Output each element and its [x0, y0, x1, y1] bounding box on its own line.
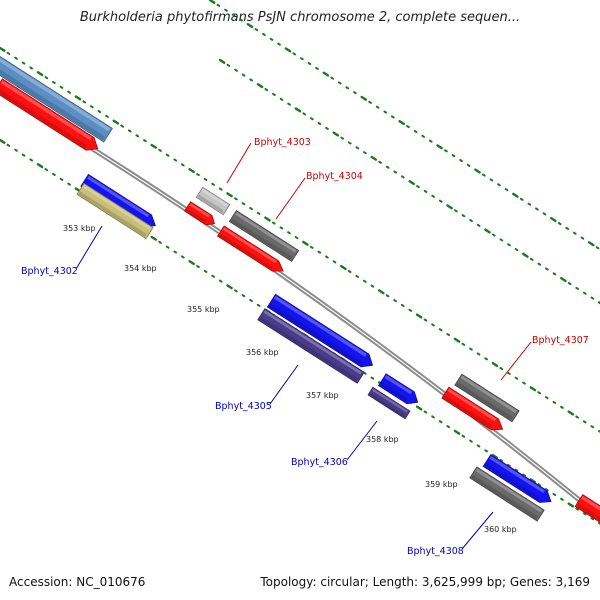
- gene-label-text[interactable]: Bphyt_4302: [21, 266, 78, 277]
- leader-line: [346, 420, 378, 461]
- gene-label-text[interactable]: Bphyt_4307: [532, 335, 589, 346]
- tick-label: 359 kbp: [425, 480, 458, 489]
- gene-label-bphyt-4305[interactable]: Bphyt_4305: [215, 364, 299, 412]
- leader-line: [500, 341, 532, 381]
- gene-label-text[interactable]: Bphyt_4306: [291, 457, 348, 468]
- tick-label: 355 kbp: [187, 305, 220, 314]
- tick-label: 354 kbp: [124, 264, 157, 273]
- feature-khaki-4302[interactable]: [76, 182, 154, 240]
- feature-blue-4305[interactable]: [266, 293, 376, 371]
- accession-text: Accession: NC_010676: [9, 575, 146, 589]
- topology-text: Topology: circular; Length: 3,625,999 bp…: [260, 575, 590, 589]
- leader-line: [275, 177, 306, 220]
- feature-blue-4306[interactable]: [377, 373, 422, 408]
- feature-red-4304[interactable]: [217, 225, 287, 276]
- leader-line: [75, 225, 103, 270]
- feature-red-right-edge[interactable]: [574, 494, 600, 534]
- feature-red-top-left[interactable]: [0, 78, 102, 155]
- feature-light-grey-4303[interactable]: [195, 186, 231, 216]
- feature-purple-4305[interactable]: [257, 308, 365, 384]
- gene-label-bphyt-4306[interactable]: Bphyt_4306: [291, 420, 378, 468]
- gene-label-bphyt-4303[interactable]: Bphyt_4303: [226, 137, 311, 184]
- feature-grey-4307[interactable]: [454, 373, 520, 423]
- tick-label: 358 kbp: [366, 435, 399, 444]
- leader-line: [226, 142, 252, 184]
- gene-label-text[interactable]: Bphyt_4308: [407, 546, 464, 557]
- gene-label-text[interactable]: Bphyt_4304: [306, 171, 363, 182]
- tick-label: 353 kbp: [63, 224, 96, 233]
- gene-label-bphyt-4302[interactable]: Bphyt_4302: [21, 225, 103, 277]
- tick-track-3: [218, 58, 600, 305]
- gene-label-text[interactable]: Bphyt_4305: [215, 401, 272, 412]
- feature-grey-4304[interactable]: [228, 210, 300, 262]
- gene-label-text[interactable]: Bphyt_4303: [254, 137, 311, 148]
- gene-label-bphyt-4304[interactable]: Bphyt_4304: [275, 171, 363, 220]
- feature-grey-4308[interactable]: [469, 466, 545, 522]
- feature-blue-4308[interactable]: [482, 454, 555, 508]
- feature-purple-4306[interactable]: [367, 386, 411, 420]
- gene-label-bphyt-4307[interactable]: Bphyt_4307: [500, 335, 589, 381]
- feature-red-4303[interactable]: [184, 201, 218, 229]
- feature-steel-blue-top[interactable]: [0, 53, 113, 143]
- leader-line: [461, 511, 494, 550]
- tick-track-2: [208, 0, 600, 250]
- tick-track-0: [0, 46, 600, 433]
- tick-label: 356 kbp: [246, 348, 279, 357]
- tick-label: 357 kbp: [306, 391, 339, 400]
- gene-label-bphyt-4308[interactable]: Bphyt_4308: [407, 511, 494, 557]
- map-title: Burkholderia phytofirmans PsJN chromosom…: [79, 10, 521, 25]
- leader-line: [269, 364, 299, 405]
- feature-red-4307[interactable]: [441, 386, 506, 435]
- tick-label: 360 kbp: [484, 525, 517, 534]
